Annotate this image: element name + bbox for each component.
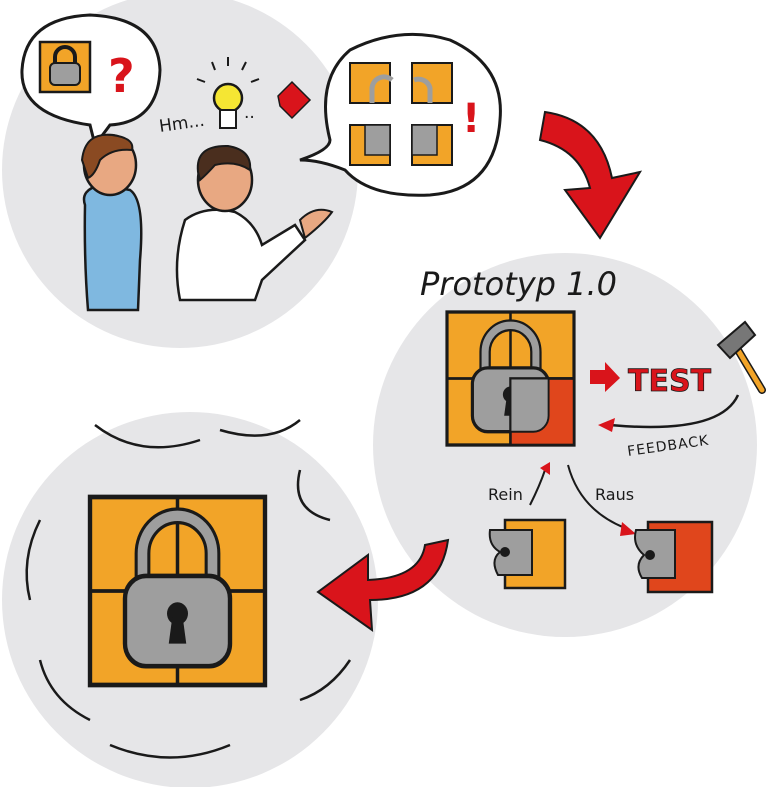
person-white-shirt xyxy=(175,144,334,302)
dots-text: .. xyxy=(244,103,255,123)
puzzle-speech-bubble: ! xyxy=(299,32,502,197)
out-arrow xyxy=(567,464,626,529)
hammer-icon xyxy=(716,320,766,394)
question-speech-bubble: ? xyxy=(20,13,162,149)
puzzle-piece-out xyxy=(634,520,714,594)
arrowhead-icon xyxy=(540,462,550,475)
test-label: TEST xyxy=(628,364,712,399)
lock-icon xyxy=(49,62,81,86)
in-arrow xyxy=(529,469,546,506)
question-mark: ? xyxy=(108,49,135,103)
out-label: Raus xyxy=(595,485,634,504)
feedback-arrow xyxy=(609,394,740,429)
exclamation-mark: ! xyxy=(462,96,480,142)
curved-arrow-down-icon xyxy=(538,110,643,240)
curved-arrow-left-icon xyxy=(316,538,450,633)
person-blue-shirt xyxy=(80,133,143,312)
final-lock-puzzle xyxy=(90,497,265,685)
puzzle-piece-in xyxy=(488,518,567,590)
arrowhead-icon xyxy=(598,418,615,432)
in-label: Rein xyxy=(488,485,523,504)
prototype-lock-puzzle xyxy=(447,312,574,445)
arrowhead-icon xyxy=(620,522,636,536)
lightbulb-icon xyxy=(196,57,260,129)
arrow-right-icon xyxy=(590,362,620,392)
arrow-right-icon xyxy=(277,80,312,120)
prototype-title: Prototyp 1.0 xyxy=(420,265,617,303)
burst-lines xyxy=(25,419,352,759)
